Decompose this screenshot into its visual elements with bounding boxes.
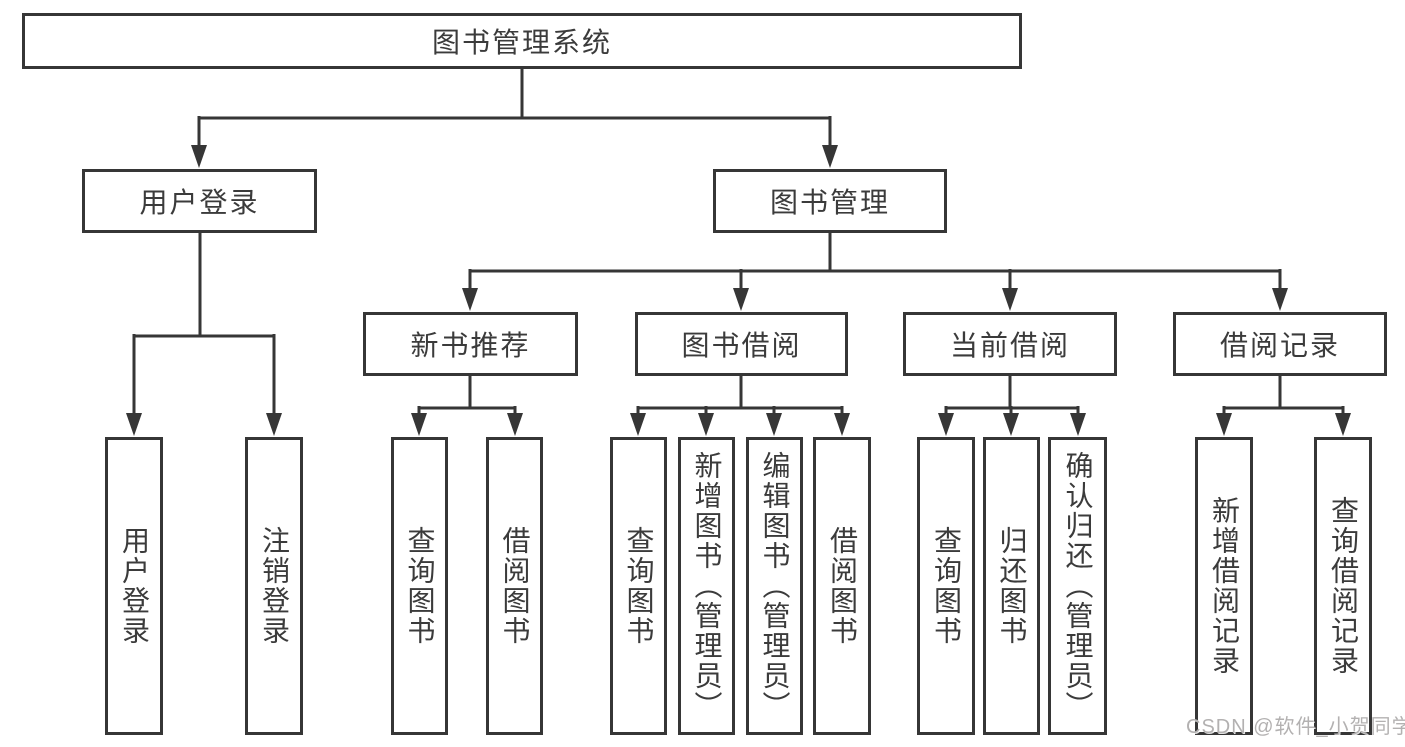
leaf-query-borrow-record: 查询借阅记录: [1314, 437, 1372, 735]
leaf-label: 查询图书: [404, 526, 436, 646]
node-new-book-recommend: 新书推荐: [363, 312, 578, 376]
arrow-down-icon: [822, 145, 838, 168]
arrow-down-icon: [411, 413, 427, 436]
leaf-borrow-books-1: 借阅图书: [486, 437, 543, 735]
node-library-system: 图书管理系统: [22, 13, 1022, 69]
node-current-borrow: 当前借阅: [903, 312, 1117, 376]
leaf-confirm-return-admin: 确认归还（管理员）: [1048, 437, 1107, 735]
leaf-label: 新增图书（管理员）: [691, 451, 723, 721]
node-book-borrow: 图书借阅: [635, 312, 848, 376]
arrow-down-icon: [766, 413, 782, 436]
node-book-management: 图书管理: [713, 169, 947, 233]
leaf-label: 查询图书: [623, 526, 655, 646]
tree-edges: [132, 68, 1345, 421]
leaf-label: 借阅图书: [827, 526, 858, 646]
leaf-add-books-admin: 新增图书（管理员）: [678, 437, 735, 735]
leaf-label: 编辑图书（管理员）: [759, 451, 791, 721]
leaf-logout: 注销登录: [245, 437, 303, 735]
arrow-down-icon: [1002, 288, 1018, 311]
leaf-user-login: 用户登录: [105, 437, 163, 735]
node-user-login: 用户登录: [82, 169, 317, 233]
arrow-down-icon: [1070, 413, 1086, 436]
arrow-down-icon: [698, 413, 714, 436]
csdn-watermark: CSDN @软件_小贺同学: [1186, 716, 1405, 738]
leaf-label: 借阅图书: [499, 526, 531, 646]
arrow-down-icon: [191, 145, 207, 168]
leaf-add-borrow-record: 新增借阅记录: [1195, 437, 1253, 735]
leaf-label: 用户登录: [119, 526, 150, 646]
arrow-down-icon: [1272, 288, 1288, 311]
arrow-down-icon: [462, 288, 478, 311]
arrow-down-icon: [1216, 413, 1232, 436]
leaf-query-books-3: 查询图书: [917, 437, 975, 735]
leaf-label: 查询借阅记录: [1328, 496, 1359, 676]
leaf-edit-books-admin: 编辑图书（管理员）: [746, 437, 803, 735]
arrow-down-icon: [1003, 413, 1019, 436]
arrow-down-icon: [834, 413, 850, 436]
arrow-down-icon: [938, 413, 954, 436]
arrow-down-icon: [266, 413, 282, 436]
arrowheads: [126, 145, 1351, 436]
leaf-return-books: 归还图书: [983, 437, 1040, 735]
leaf-label: 注销登录: [259, 526, 290, 646]
leaf-query-books-1: 查询图书: [391, 437, 448, 735]
arrow-down-icon: [630, 413, 646, 436]
arrow-down-icon: [1335, 413, 1351, 436]
leaf-borrow-books-2: 借阅图书: [813, 437, 871, 735]
leaf-query-books-2: 查询图书: [610, 437, 667, 735]
arrow-down-icon: [126, 413, 142, 436]
leaf-label: 新增借阅记录: [1209, 496, 1240, 676]
leaf-label: 归还图书: [996, 526, 1028, 646]
leaf-label: 确认归还（管理员）: [1062, 451, 1094, 721]
arrow-down-icon: [507, 413, 523, 436]
leaf-label: 查询图书: [931, 526, 962, 646]
arrow-down-icon: [733, 288, 749, 311]
node-borrow-records: 借阅记录: [1173, 312, 1387, 376]
